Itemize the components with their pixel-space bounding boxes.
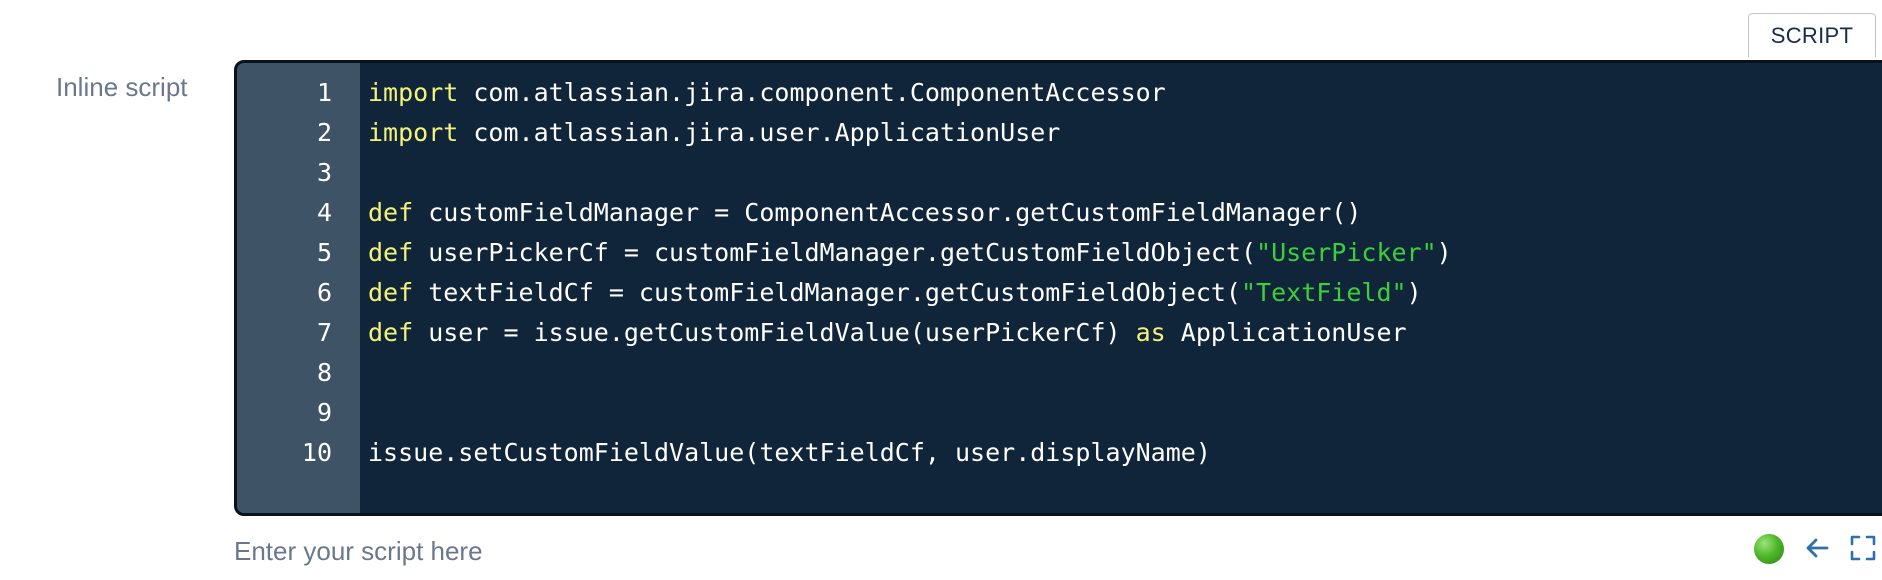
code-line[interactable]: 3: [237, 153, 1882, 193]
arrow-left-icon: [1806, 538, 1829, 558]
keyword-token: def: [368, 278, 414, 307]
line-number: 7: [316, 318, 332, 347]
line-number: 8: [316, 358, 332, 387]
code-token: ): [1436, 238, 1452, 267]
line-number: 3: [316, 158, 332, 187]
line-number-gutter: [237, 63, 360, 513]
line-number: 9: [316, 398, 332, 427]
string-token: "TextField": [1240, 278, 1407, 307]
inline-script-label: Inline script: [56, 72, 188, 102]
line-number: 6: [316, 278, 332, 307]
line-number: 4: [316, 198, 332, 227]
code-lines: 1 import com.atlassian.jira.component.Com…: [237, 73, 1882, 473]
line-number: 1: [316, 78, 332, 107]
back-button[interactable]: [1800, 531, 1834, 565]
code-line[interactable]: 10 issue.setCustomFieldValue(textFieldCf,…: [237, 433, 1882, 473]
keyword-token: as: [1135, 318, 1166, 347]
script-placeholder-hint: Enter your script here: [234, 536, 483, 566]
keyword-token: import: [368, 118, 459, 147]
code-line[interactable]: 5 def userPickerCf = customFieldManager.g…: [237, 233, 1882, 273]
code-text: issue.setCustomFieldValue(textFieldCf, u…: [368, 433, 1211, 473]
line-number: 2: [316, 118, 332, 147]
code-token: ): [1406, 278, 1422, 307]
code-token: issue.setCustomFieldValue(textFieldCf, u…: [368, 438, 1211, 467]
keyword-token: import: [368, 78, 459, 107]
code-text: import com.atlassian.jira.component.Comp…: [368, 73, 1166, 113]
code-text: def userPickerCf = customFieldManager.ge…: [368, 233, 1452, 273]
code-line[interactable]: 2 import com.atlassian.jira.user.Applicat…: [237, 113, 1882, 153]
code-text: import com.atlassian.jira.user.Applicati…: [368, 113, 1060, 153]
line-number: 10: [301, 438, 332, 467]
code-token: user = issue.getCustomFieldValue(userPic…: [413, 318, 1136, 347]
code-line[interactable]: 7 def user = issue.getCustomFieldValue(us…: [237, 313, 1882, 353]
tab-script[interactable]: SCRIPT: [1748, 13, 1876, 57]
code-token: textFieldCf = customFieldManager.getCust…: [413, 278, 1241, 307]
code-editor[interactable]: 1 import com.atlassian.jira.component.Com…: [234, 60, 1882, 516]
code-line[interactable]: 6 def textFieldCf = customFieldManager.ge…: [237, 273, 1882, 313]
code-text: def customFieldManager = ComponentAccess…: [368, 193, 1361, 233]
code-line[interactable]: 1 import com.atlassian.jira.component.Com…: [237, 73, 1882, 113]
fullscreen-icon: [1850, 535, 1876, 561]
code-line[interactable]: 9: [237, 393, 1882, 433]
code-token: ApplicationUser: [1165, 318, 1407, 347]
code-line[interactable]: 4 def customFieldManager = ComponentAcces…: [237, 193, 1882, 233]
code-token: com.atlassian.jira.component.ComponentAc…: [458, 78, 1166, 107]
code-token: userPickerCf = customFieldManager.getCus…: [413, 238, 1257, 267]
code-text: def textFieldCf = customFieldManager.get…: [368, 273, 1422, 313]
status-dot-icon: [1754, 534, 1784, 564]
code-token: com.atlassian.jira.user.ApplicationUser: [458, 118, 1061, 147]
string-token: "UserPicker": [1256, 238, 1437, 267]
code-line[interactable]: 8: [237, 353, 1882, 393]
keyword-token: def: [368, 198, 414, 227]
fullscreen-button[interactable]: [1846, 531, 1880, 565]
code-text: def user = issue.getCustomFieldValue(use…: [368, 313, 1407, 353]
code-token: customFieldManager = ComponentAccessor.g…: [413, 198, 1362, 227]
line-number: 5: [316, 238, 332, 267]
keyword-token: def: [368, 238, 414, 267]
keyword-token: def: [368, 318, 414, 347]
